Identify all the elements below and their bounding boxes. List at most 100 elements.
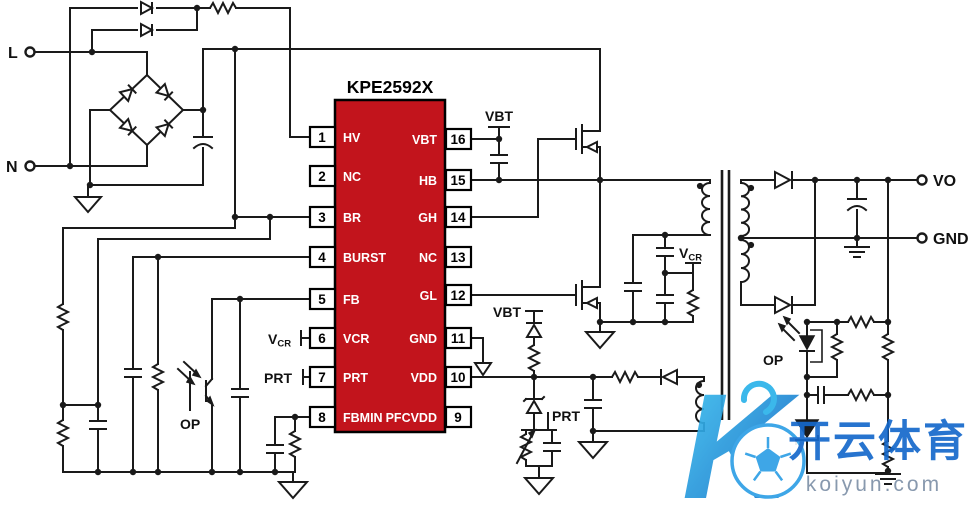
wires-ic-left-network	[62, 256, 311, 500]
secondary-winding-top-icon	[740, 182, 750, 237]
pin-3-br: 3 BR	[308, 205, 361, 229]
net-label-vbt-supply: VBT	[493, 304, 521, 320]
low-side-mosfet-icon	[575, 280, 601, 323]
svg-text:L: L	[8, 45, 18, 62]
wires-transformer	[695, 170, 755, 424]
rectifier-diode-bottom-icon	[774, 295, 793, 315]
svg-text:11: 11	[451, 331, 466, 346]
ic-block: KPE2592X 1 HV 2 NC 3 BR 4 BURST	[308, 77, 473, 434]
svg-text:HB: HB	[419, 174, 437, 188]
net-label-vbt-bootstrap: VBT	[485, 108, 513, 124]
svg-text:GND: GND	[933, 231, 969, 248]
ground-symbol-icon	[576, 441, 610, 460]
svg-text:NC: NC	[343, 170, 361, 184]
pin-8-fbmin: 8 FBMIN	[308, 405, 383, 429]
svg-text:14: 14	[450, 210, 466, 225]
svg-text:NC: NC	[419, 251, 437, 265]
pin-13-nc: 13 NC	[419, 245, 473, 269]
shunt-regulator-icon	[794, 419, 820, 445]
ic-body	[333, 98, 447, 434]
net-label-vcr-sense: VCR	[679, 245, 702, 264]
svg-text:4: 4	[318, 250, 326, 265]
pin-14-gh: 14 GH	[418, 205, 473, 229]
pin-16-vbt: 16 VBT	[412, 127, 473, 151]
svg-text:BR: BR	[343, 211, 361, 225]
ground-symbol-icon	[473, 362, 493, 377]
ground-symbol-icon	[583, 331, 617, 350]
terminal-vout: VO	[916, 173, 956, 190]
terminal-circle-icon	[916, 174, 928, 186]
ground-symbol-icon	[72, 196, 104, 214]
net-label-prt-right: PRT	[552, 408, 580, 424]
pin-4-burst: 4 BURST	[308, 245, 386, 269]
svg-text:2: 2	[318, 169, 326, 184]
watermark-brand: 开云体育	[788, 418, 968, 466]
svg-text:PFCVDD: PFCVDD	[386, 411, 437, 425]
svg-text:16: 16	[450, 132, 466, 147]
pin-11-gnd: 11 GND	[409, 326, 473, 350]
ic-pins-right: 16 VBT 15 HB 14 GH 13 NC 12 GL	[386, 127, 473, 429]
svg-text:FBMIN: FBMIN	[343, 411, 383, 425]
svg-text:VDD: VDD	[411, 371, 437, 385]
opto-label-primary: OP	[180, 416, 200, 432]
ground-symbol-icon	[276, 481, 310, 500]
net-label-prt-pin: PRT	[264, 370, 292, 386]
terminal-neutral: N	[6, 159, 36, 176]
watermark-swirl-icon	[740, 380, 777, 415]
pin-10-vdd: 10 VDD	[411, 365, 473, 389]
svg-text:10: 10	[450, 370, 465, 385]
svg-text:BURST: BURST	[343, 251, 386, 265]
vdd-diode-icon	[660, 368, 678, 386]
svg-text:1: 1	[318, 130, 326, 145]
svg-text:8: 8	[318, 410, 326, 425]
watermark: K 开云体育 koiyun.com	[682, 362, 968, 507]
pin-15-hb: 15 HB	[419, 168, 473, 192]
ic-pins-left: 1 HV 2 NC 3 BR 4 BURST 5 FB	[308, 125, 386, 429]
ground-symbol-icon	[522, 477, 556, 496]
wires-vdd-supply	[470, 310, 705, 496]
opto-led-icon	[777, 315, 823, 363]
soccer-ball-icon	[730, 423, 806, 499]
terminal-circle-icon	[916, 232, 928, 244]
pin-7-prt: 7 PRT	[308, 365, 368, 389]
aux-winding-icon	[695, 380, 705, 424]
svg-text:7: 7	[318, 370, 326, 385]
transformer-core-icon	[720, 170, 731, 420]
svg-text:3: 3	[318, 210, 326, 225]
terminal-circle-icon	[24, 46, 36, 58]
svg-text:VO: VO	[933, 173, 956, 190]
svg-text:FB: FB	[343, 293, 360, 307]
startup-diode-bottom-icon	[140, 23, 153, 37]
svg-text:12: 12	[450, 288, 465, 303]
rectifier-diode-top-icon	[774, 170, 793, 190]
wires-halfbridge	[470, 124, 711, 350]
secondary-winding-bottom-icon	[740, 239, 750, 283]
svg-text:9: 9	[454, 410, 462, 425]
svg-text:6: 6	[318, 331, 326, 346]
high-side-mosfet-icon	[575, 124, 601, 181]
wires-primary-input	[33, 1, 601, 473]
svg-text:5: 5	[318, 292, 326, 307]
svg-text:HV: HV	[343, 131, 361, 145]
svg-text:PRT: PRT	[343, 371, 368, 385]
terminal-circle-icon	[24, 160, 36, 172]
svg-text:13: 13	[450, 250, 466, 265]
net-label-vcr-pin: VCR	[268, 331, 291, 350]
svg-text:GH: GH	[418, 211, 437, 225]
pin-9-pfcvdd: 9 PFCVDD	[386, 405, 473, 429]
pin-2-nc: 2 NC	[308, 164, 361, 188]
svg-text:GND: GND	[409, 332, 437, 346]
opto-label-secondary: OP	[763, 352, 783, 368]
optocoupler-transistor-icon	[176, 360, 215, 411]
watermark-domain: koiyun.com	[806, 473, 942, 496]
svg-text:GL: GL	[420, 289, 438, 303]
pin-6-vcr: 6 VCR	[308, 326, 369, 350]
pin-5-fb: 5 FB	[308, 287, 360, 311]
pin-1-hv: 1 HV	[308, 125, 361, 149]
startup-diode-top-icon	[140, 1, 153, 15]
pin-12-gl: 12 GL	[420, 283, 473, 307]
terminal-ground: GND	[916, 231, 969, 248]
terminal-line: L	[8, 45, 36, 62]
